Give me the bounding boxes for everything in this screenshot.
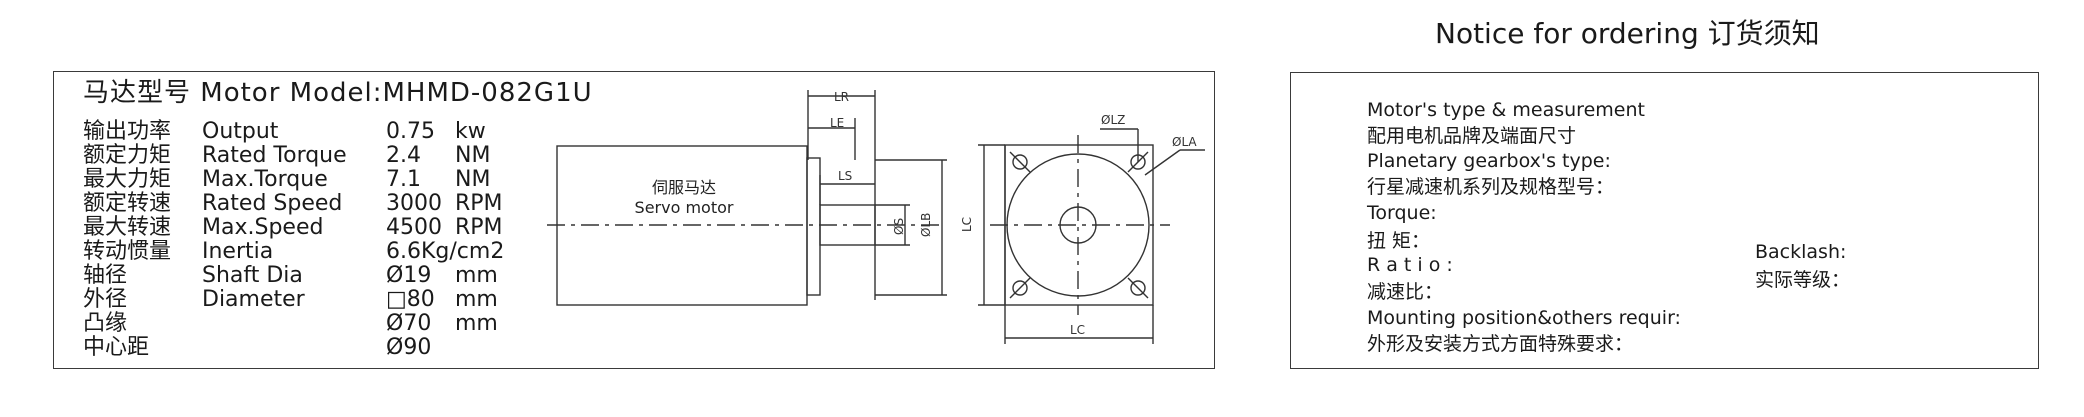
motor-flange — [806, 157, 821, 296]
spec-label-cn: 额定力矩 — [83, 143, 172, 168]
spec-unit: NM — [455, 167, 491, 192]
spec-unit: mm — [455, 311, 498, 336]
spec-label-en: Output — [202, 119, 279, 144]
spec-label-cn: 最大转速 — [83, 215, 172, 240]
notice-mounting-cn: 外形及安装方式方面特殊要求： — [1367, 333, 1634, 355]
spec-label-cn: 凸缘 — [83, 311, 128, 336]
spec-value: Ø90 — [386, 335, 432, 360]
spec-label-cn: 中心距 — [83, 335, 150, 360]
notice-ratio-cn: 减速比： — [1367, 281, 1444, 303]
spec-label-en: Rated Speed — [202, 191, 343, 216]
dim-ls-label: LS — [838, 169, 852, 183]
dim-lc-side-label: LC — [960, 217, 974, 232]
spec-label-cn: 外径 — [83, 287, 128, 312]
spec-value: 4500 — [386, 215, 442, 240]
spec-value: 3000 — [386, 191, 442, 216]
spec-value: 6.6Kg/cm2 — [386, 239, 505, 264]
dim-la-label: ØLA — [1172, 135, 1197, 149]
spec-label-en: Diameter — [202, 287, 305, 312]
notice-backlash: Backlash: — [1755, 241, 1847, 263]
spec-label-en: Inertia — [202, 239, 274, 264]
notice-backlash-cn: 实际等级： — [1755, 269, 1851, 291]
notice-torque: Torque: — [1367, 202, 1437, 224]
spec-label-en: Rated Torque — [202, 143, 347, 168]
dim-le-label: LE — [830, 116, 844, 130]
motor-body-label-cn: 伺服马达 — [652, 178, 716, 197]
dim-s-label: ØS — [892, 218, 906, 235]
spec-label-en: Max.Speed — [202, 215, 324, 240]
spec-unit: RPM — [455, 215, 503, 240]
spec-value: Ø19 — [386, 263, 432, 288]
dim-lr-label: LR — [834, 90, 849, 104]
ordering-notice-panel — [1290, 72, 2039, 369]
spec-label-cn: 转动惯量 — [83, 239, 172, 264]
notice-mounting: Mounting position&others requir: — [1367, 307, 1681, 329]
spec-label-en: Shaft Dia — [202, 263, 303, 288]
spec-value: 7.1 — [386, 167, 421, 192]
spec-label-cn: 最大力矩 — [83, 167, 172, 192]
motor-model-label: 马达型号 Motor Model:MHMD-082G1U — [83, 78, 593, 108]
notice-motor-type-cn: 配用电机品牌及端面尺寸 — [1367, 125, 1577, 147]
motor-dimension-drawing: LR LE LS ØS ØLB LC ØLZ ØLA LC 伺服马达 Servo… — [547, 90, 1205, 344]
spec-value: Ø70 — [386, 311, 432, 336]
notice-motor-type: Motor's type & measurement — [1367, 99, 1645, 121]
notice-title: Notice for ordering 订货须知 — [1435, 17, 1820, 50]
motor-body-label-en: Servo motor — [635, 198, 734, 217]
spec-value: □80 — [386, 287, 435, 312]
dim-lz-label: ØLZ — [1101, 113, 1125, 127]
dim-lb-label: ØLB — [919, 213, 933, 237]
spec-label-cn: 额定转速 — [83, 191, 172, 216]
spec-unit: mm — [455, 287, 498, 312]
spec-unit: RPM — [455, 191, 503, 216]
spec-unit: NM — [455, 143, 491, 168]
spec-value: 0.75 — [386, 119, 435, 144]
spec-label-en: Max.Torque — [202, 167, 328, 192]
notice-torque-cn: 扭 矩： — [1367, 230, 1431, 252]
dim-lc-bottom-label: LC — [1070, 323, 1085, 337]
spec-unit: kw — [455, 119, 486, 144]
notice-gearbox-cn: 行星减速机系列及规格型号： — [1367, 176, 1615, 198]
notice-ratio: R a t i o : — [1367, 254, 1453, 276]
notice-gearbox: Planetary gearbox's type: — [1367, 150, 1611, 172]
spec-label-cn: 输出功率 — [83, 119, 172, 144]
spec-label-cn: 轴径 — [83, 263, 128, 288]
spec-value: 2.4 — [386, 143, 421, 168]
spec-panel — [53, 71, 1215, 369]
spec-unit: mm — [455, 263, 498, 288]
